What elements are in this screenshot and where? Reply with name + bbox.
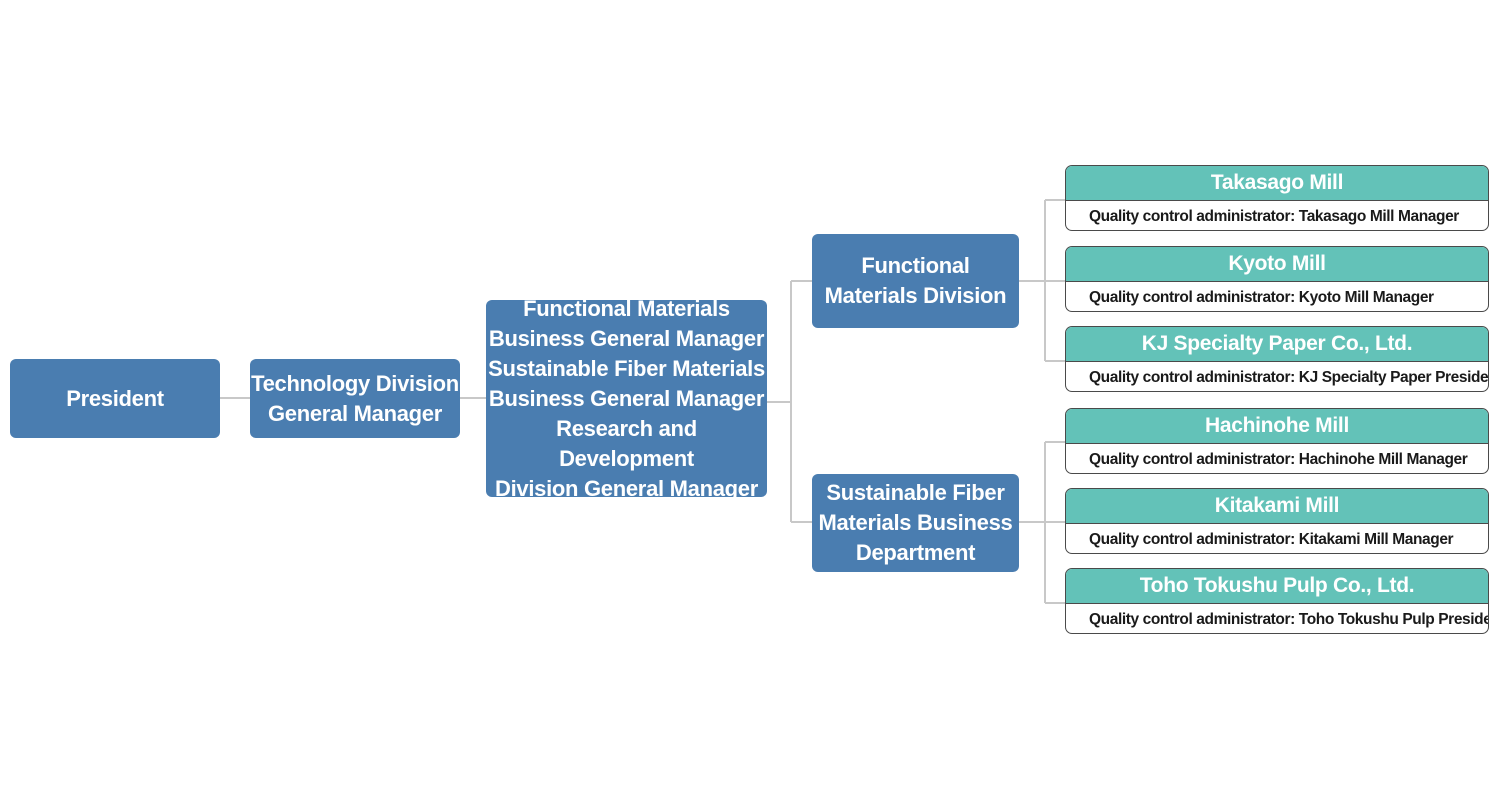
mill-name: Takasago Mill	[1066, 166, 1488, 201]
sustainable-fiber-department-label: Sustainable Fiber Materials Business Dep…	[818, 480, 1013, 565]
mill-name: KJ Specialty Paper Co., Ltd.	[1066, 327, 1488, 362]
mill-admin: Quality control administrator: Kitakami …	[1089, 531, 1454, 548]
functional-materials-division-label: Functional Materials Division	[824, 253, 1007, 308]
business-managers-label: Functional Materials Business General Ma…	[488, 295, 765, 501]
mill-admin: Quality control administrator: Hachinohe…	[1089, 451, 1468, 468]
mill-card-kj-specialty-paper: KJ Specialty Paper Co., Ltd. Quality con…	[1065, 326, 1489, 392]
mill-admin: Quality control administrator: Toho Toku…	[1089, 611, 1489, 628]
mill-name: Kitakami Mill	[1066, 489, 1488, 524]
mill-admin: Quality control administrator: Kyoto Mil…	[1089, 289, 1434, 306]
mill-name: Hachinohe Mill	[1066, 409, 1488, 444]
mill-admin: Quality control administrator: Takasago …	[1089, 208, 1459, 225]
mill-card-toho-tokushu-pulp: Toho Tokushu Pulp Co., Ltd. Quality cont…	[1065, 568, 1489, 634]
technology-division-box: Technology Division General Manager	[250, 359, 460, 438]
sustainable-fiber-department-box: Sustainable Fiber Materials Business Dep…	[812, 474, 1019, 572]
mill-card-kyoto: Kyoto Mill Quality control administrator…	[1065, 246, 1489, 312]
functional-materials-division-box: Functional Materials Division	[812, 234, 1019, 328]
president-box: President	[10, 359, 220, 438]
mill-admin: Quality control administrator: KJ Specia…	[1089, 369, 1489, 386]
technology-division-label: Technology Division General Manager	[251, 370, 459, 426]
mill-name: Toho Tokushu Pulp Co., Ltd.	[1066, 569, 1488, 604]
president-label: President	[66, 385, 164, 411]
mill-card-kitakami: Kitakami Mill Quality control administra…	[1065, 488, 1489, 554]
mill-name: Kyoto Mill	[1066, 247, 1488, 282]
mill-card-takasago: Takasago Mill Quality control administra…	[1065, 165, 1489, 231]
mill-card-hachinohe: Hachinohe Mill Quality control administr…	[1065, 408, 1489, 474]
business-managers-box: Functional Materials Business General Ma…	[486, 296, 767, 501]
